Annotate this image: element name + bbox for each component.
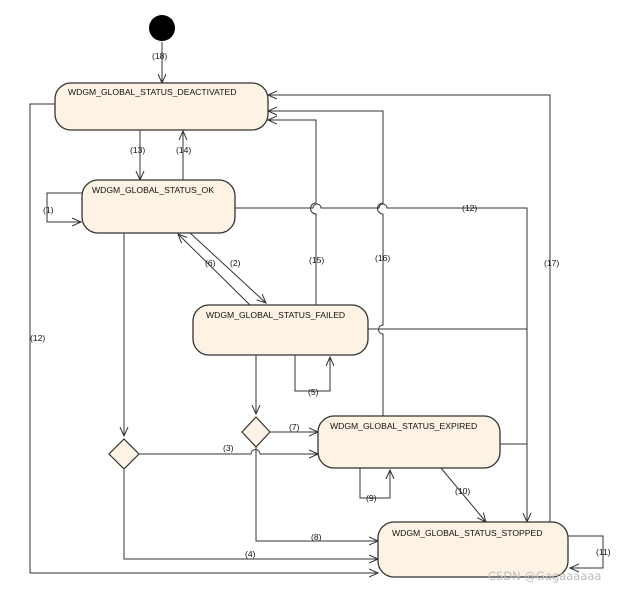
state-ok: WDGM_GLOBAL_STATUS_OK	[81, 179, 236, 234]
edge-5	[294, 355, 330, 392]
state-stopped-label: WDGM_GLOBAL_STATUS_STOPPED	[392, 528, 542, 538]
edge-9	[359, 468, 390, 499]
edge-17	[268, 95, 551, 522]
state-deactivated-label: WDGM_GLOBAL_STATUS_DEACTIVATED	[68, 87, 236, 97]
edge-8	[255, 447, 378, 541]
label-t11: (11)	[596, 547, 611, 557]
label-t15: (15)	[309, 255, 324, 265]
edge-16	[268, 111, 384, 416]
transition-labels: (18) (13) (14) (1) (6) (2) (15) (16) (17…	[30, 51, 611, 559]
label-t18: (18)	[152, 51, 167, 61]
watermark-text: CSDN @Gagaaaaaa	[488, 569, 601, 583]
state-stopped: WDGM_GLOBAL_STATUS_STOPPED	[377, 521, 569, 578]
label-t10: (10)	[455, 486, 470, 496]
label-t1: (1)	[43, 205, 54, 215]
transition-edges	[29, 42, 604, 573]
state-ok-label: WDGM_GLOBAL_STATUS_OK	[92, 185, 214, 195]
label-t12-right: (12)	[462, 203, 477, 213]
label-t17: (17)	[544, 258, 559, 268]
edge-2	[188, 231, 266, 303]
edge-12-right	[235, 203, 527, 522]
label-t13: (13)	[130, 145, 145, 155]
label-t2: (2)	[230, 258, 241, 268]
label-t4: (4)	[245, 549, 256, 559]
label-t6: (6)	[205, 258, 216, 268]
state-expired-label: WDGM_GLOBAL_STATUS_EXPIRED	[330, 421, 477, 431]
edge-4	[123, 470, 378, 559]
label-t12-left: (12)	[30, 333, 45, 343]
label-t8: (8)	[311, 532, 322, 542]
label-t14: (14)	[176, 145, 191, 155]
edge-6	[178, 234, 251, 306]
edge-10	[440, 467, 486, 522]
decision-node-failed	[241, 416, 271, 448]
label-t3: (3)	[223, 443, 234, 453]
edge-3	[138, 449, 318, 454]
edge-1	[46, 192, 82, 222]
initial-state-node	[149, 15, 175, 41]
state-failed-label: WDGM_GLOBAL_STATUS_FAILED	[206, 310, 345, 320]
decision-node-ok	[108, 438, 140, 470]
label-t16: (16)	[375, 253, 390, 263]
edge-11	[568, 535, 604, 568]
label-t7: (7)	[289, 422, 300, 432]
label-t5: (5)	[308, 387, 319, 397]
state-deactivated: WDGM_GLOBAL_STATUS_DEACTIVATED	[54, 82, 269, 131]
label-t9: (9)	[366, 493, 377, 503]
state-failed: WDGM_GLOBAL_STATUS_FAILED	[192, 304, 369, 356]
edge-15	[268, 120, 317, 305]
edge-12-left	[29, 103, 378, 573]
state-expired: WDGM_GLOBAL_STATUS_EXPIRED	[317, 415, 501, 469]
